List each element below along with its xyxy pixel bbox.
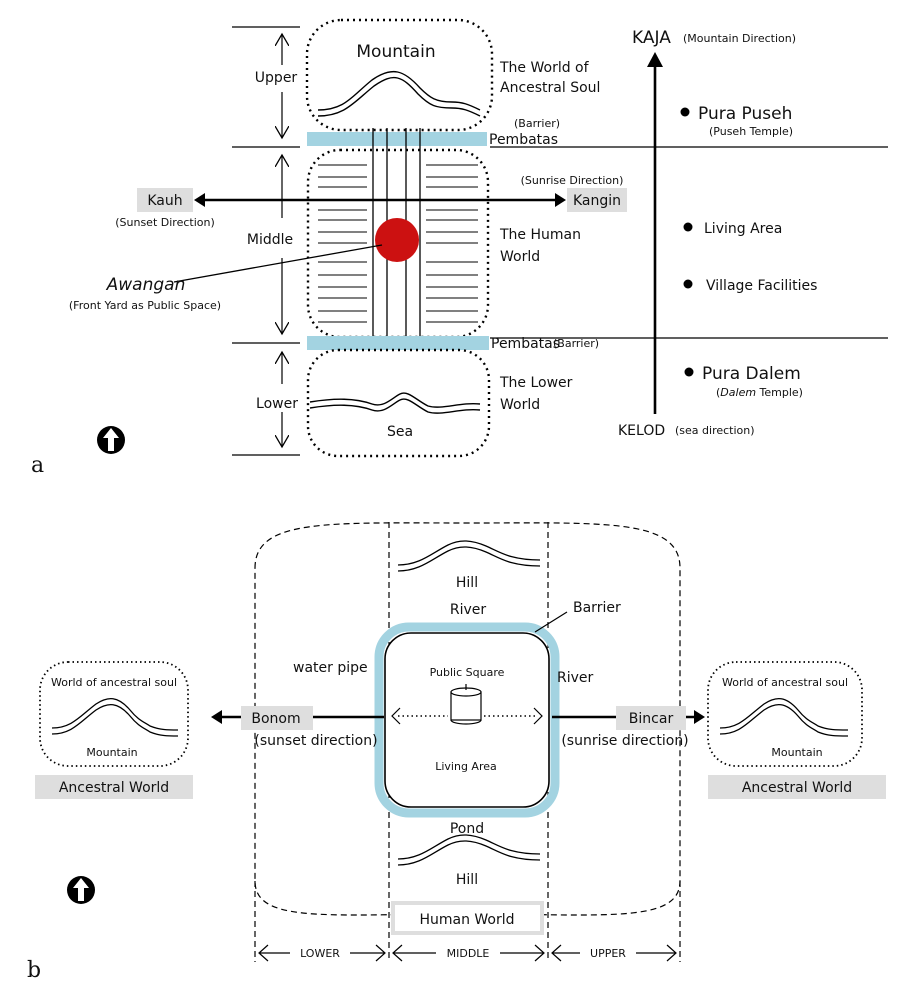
barrier-bottom-label: Pembatas bbox=[491, 336, 560, 352]
pura-puseh-label: Pura Puseh bbox=[698, 104, 792, 124]
right-ancestral-label: Ancestral World bbox=[742, 780, 852, 796]
kauh-box bbox=[137, 188, 193, 212]
panel-a-letter: a bbox=[31, 453, 44, 478]
kangin-note: (Sunrise Direction) bbox=[521, 174, 624, 187]
river-right-label: River bbox=[557, 670, 594, 686]
pond-label: Pond bbox=[450, 821, 484, 837]
left-mountain-label: Mountain bbox=[86, 746, 137, 759]
mountain-label: Mountain bbox=[356, 42, 435, 62]
north-arrow-icon bbox=[97, 426, 125, 454]
awangan-label: Awangan bbox=[106, 275, 186, 295]
panel-b: Hill River Barrier water pipe River Publ… bbox=[27, 522, 886, 983]
world-human-line2: World bbox=[500, 249, 540, 265]
left-ancestral-label: Ancestral World bbox=[59, 780, 169, 796]
world-ancestral-line2: Ancestral Soul bbox=[500, 80, 600, 96]
barrier-label: Barrier bbox=[573, 600, 621, 616]
living-area-b-label: Living Area bbox=[435, 760, 497, 773]
zone-middle-label: Middle bbox=[247, 232, 293, 248]
sea-wave bbox=[309, 392, 481, 408]
barrier-outline bbox=[374, 622, 560, 818]
middle-dimension-label: MIDDLE bbox=[447, 947, 490, 960]
awangan-note: (Front Yard as Public Space) bbox=[69, 299, 221, 312]
kangin-box bbox=[567, 188, 627, 212]
kaja-note: (Mountain Direction) bbox=[683, 32, 796, 45]
left-world-title: World of ancestral soul bbox=[51, 676, 177, 689]
pura-dalem-label: Pura Dalem bbox=[702, 364, 801, 384]
sea-label: Sea bbox=[387, 424, 413, 440]
top-hill-shape bbox=[397, 540, 541, 566]
hill-bottom-label: Hill bbox=[456, 872, 478, 888]
human-world-label: Human World bbox=[419, 912, 514, 928]
world-human-line1: The Human bbox=[499, 227, 581, 243]
river-top-label: River bbox=[450, 602, 487, 618]
awangan-marker bbox=[375, 218, 419, 262]
kelod-label: KELOD bbox=[618, 423, 665, 439]
bincar-note: (sunrise direction) bbox=[561, 733, 688, 749]
bonom-note: (sunset direction) bbox=[254, 733, 377, 749]
top-barrier-bar bbox=[307, 132, 487, 146]
bonom-label: Bonom bbox=[251, 711, 300, 727]
public-square-cylinder bbox=[450, 684, 482, 725]
village-facilities-label: Village Facilities bbox=[706, 278, 817, 294]
bottom-hill-shape bbox=[397, 834, 541, 860]
kauh-note: (Sunset Direction) bbox=[115, 216, 215, 229]
lower-dimension-label: LOWER bbox=[300, 947, 340, 960]
kauh-label: Kauh bbox=[147, 193, 182, 209]
world-ancestral-line1: The World of bbox=[499, 60, 590, 76]
human-world-box bbox=[391, 901, 544, 935]
panel-b-letter: b bbox=[27, 958, 41, 983]
barrier-bottom-note: (Barrier) bbox=[553, 337, 599, 350]
water-pipe-label: water pipe bbox=[293, 660, 368, 676]
zone-lower-label: Lower bbox=[256, 396, 298, 412]
public-square-label: Public Square bbox=[430, 666, 505, 679]
world-lower-line1: The Lower bbox=[499, 375, 573, 391]
bincar-box bbox=[616, 706, 686, 730]
world-lower-line2: World bbox=[500, 397, 540, 413]
bonom-box bbox=[241, 706, 313, 730]
panel-a: Upper Middle Lower Mountain bbox=[31, 18, 888, 478]
kelod-note: (sea direction) bbox=[675, 424, 755, 437]
north-arrow-icon bbox=[67, 876, 95, 904]
pura-dalem-note: (Dalem Temple) bbox=[716, 386, 803, 399]
right-mountain-label: Mountain bbox=[771, 746, 822, 759]
hill-top-label: Hill bbox=[456, 575, 478, 591]
upper-dimension-label: UPPER bbox=[590, 947, 626, 960]
barrier-top-note: (Barrier) bbox=[514, 117, 560, 130]
right-world-title: World of ancestral soul bbox=[722, 676, 848, 689]
bincar-label: Bincar bbox=[629, 711, 674, 727]
right-ancestral-box bbox=[708, 775, 886, 799]
zone-upper-label: Upper bbox=[255, 70, 298, 86]
kaja-label: KAJA bbox=[632, 28, 671, 48]
left-mountain-shape bbox=[51, 698, 179, 731]
living-area-label: Living Area bbox=[704, 221, 782, 237]
kangin-label: Kangin bbox=[573, 193, 621, 209]
right-mountain-shape bbox=[719, 698, 849, 731]
barrier-top-label: Pembatas bbox=[489, 132, 558, 148]
pura-puseh-note: (Puseh Temple) bbox=[709, 125, 793, 138]
mountain-shape bbox=[317, 70, 481, 111]
bottom-barrier-bar bbox=[307, 336, 489, 350]
left-ancestral-box bbox=[35, 775, 193, 799]
